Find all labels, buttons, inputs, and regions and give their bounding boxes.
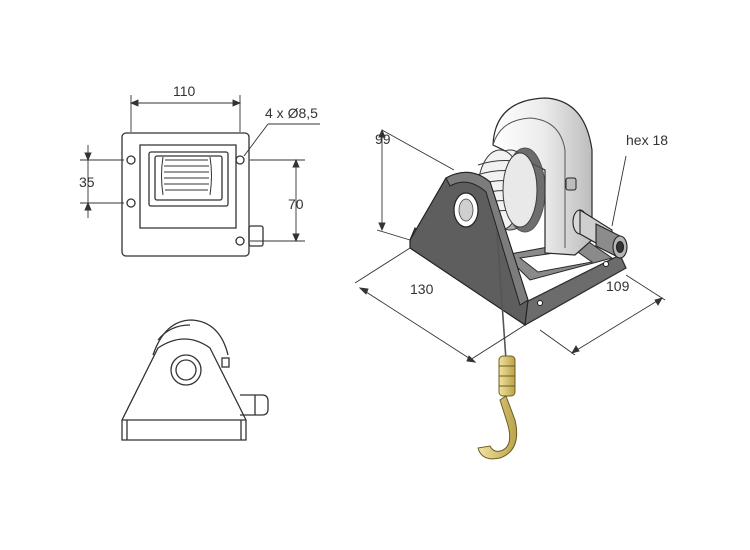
dim-holes: 4 x Ø8,5 — [265, 105, 318, 121]
side-view-bolt — [221, 357, 230, 368]
side-view-shaft — [240, 394, 269, 416]
front-view — [121, 132, 264, 257]
side-view-axle-inner — [175, 359, 197, 381]
side-view-drum — [152, 319, 229, 356]
mounting-hole — [235, 155, 245, 165]
dim-width-top: 110 — [173, 83, 196, 99]
dim-hex: hex 18 — [626, 132, 668, 148]
isometric-dimensions — [354, 128, 666, 363]
dim-height-left: 35 — [79, 174, 95, 190]
iso-drum-housing — [492, 97, 593, 256]
dim-iso-width: 109 — [606, 278, 630, 294]
mounting-hole — [235, 236, 245, 246]
front-view-shaft — [248, 225, 264, 247]
dim-iso-length: 130 — [410, 281, 434, 297]
front-view-frame — [139, 144, 237, 229]
mounting-hole — [126, 198, 136, 208]
front-view-dimensions — [80, 95, 320, 243]
front-view-drum-window — [148, 151, 229, 207]
side-view — [121, 319, 269, 441]
iso-shaft — [572, 209, 628, 259]
isometric-view — [409, 97, 628, 460]
dim-height-right: 70 — [288, 196, 304, 212]
mounting-hole — [126, 155, 136, 165]
iso-bolt — [565, 177, 577, 191]
side-view-axle-outer — [170, 354, 202, 386]
iso-cable — [496, 231, 507, 361]
dim-iso-height: 99 — [375, 131, 391, 147]
side-view-bracket — [121, 338, 247, 441]
front-view-cable-coils — [161, 156, 212, 196]
front-view-base-plate — [121, 132, 250, 257]
iso-hook — [477, 355, 518, 460]
